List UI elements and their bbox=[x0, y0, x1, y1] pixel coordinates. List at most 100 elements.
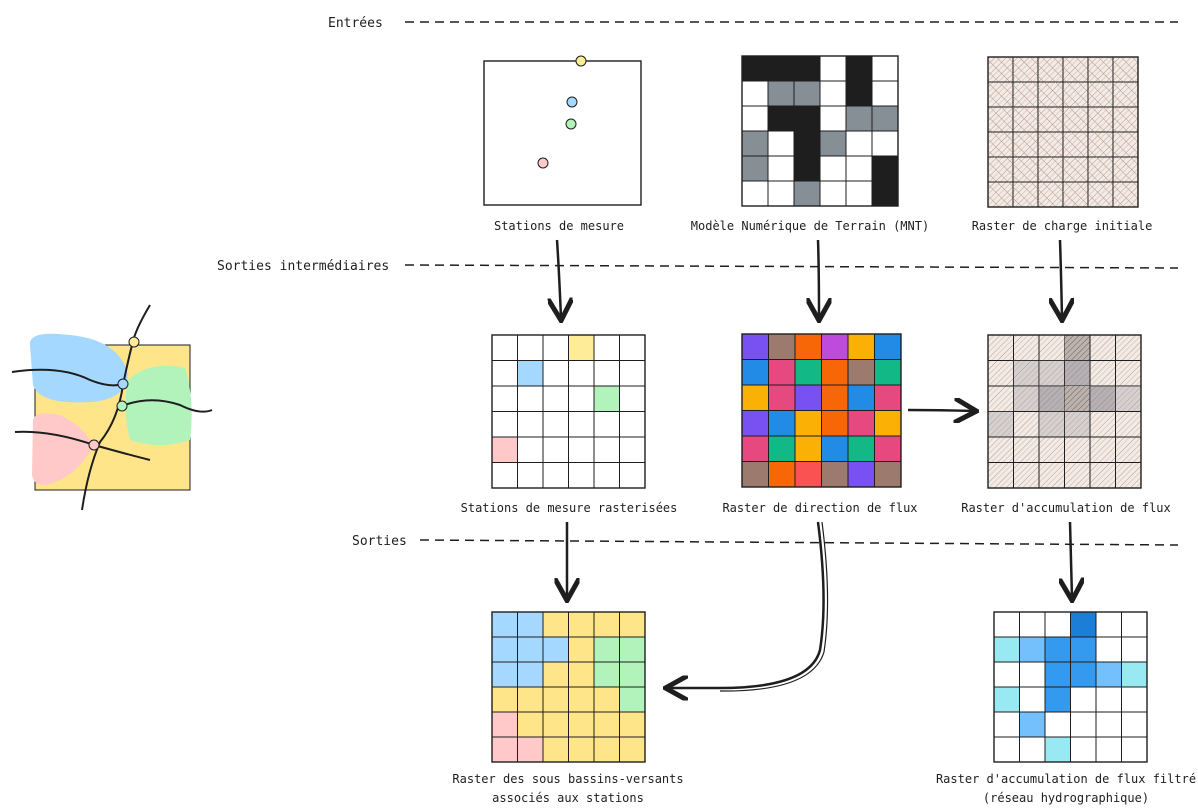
panel-flow-direction bbox=[741, 333, 902, 488]
accumulation-shade bbox=[1090, 386, 1116, 412]
grid-cell bbox=[1070, 686, 1097, 713]
hatch-overlay bbox=[1088, 157, 1113, 182]
grid-cell bbox=[1044, 661, 1071, 688]
hatch-overlay bbox=[1013, 57, 1038, 82]
grid-cell bbox=[568, 385, 595, 412]
grid-cell bbox=[1013, 436, 1040, 463]
grid-cell bbox=[1044, 711, 1071, 738]
grid-cell bbox=[517, 661, 544, 688]
panel-mnt bbox=[741, 55, 899, 207]
grid-cell bbox=[593, 711, 620, 738]
arrow-load-to-accumulation bbox=[1060, 239, 1062, 318]
grid-cell bbox=[794, 435, 822, 462]
hatch-overlay bbox=[988, 182, 1013, 207]
arrow-stations-to-raster bbox=[557, 239, 561, 318]
grid-cell bbox=[793, 105, 821, 132]
arrow-direction-to-subbasins-stroke2 bbox=[719, 521, 829, 692]
grid-cell bbox=[847, 384, 875, 411]
grid-cell bbox=[619, 711, 646, 738]
grid-cell bbox=[767, 180, 795, 207]
grid-cell bbox=[845, 105, 873, 132]
grid-cell bbox=[847, 333, 875, 360]
station-point-blue bbox=[566, 96, 578, 108]
hatch-overlay bbox=[1113, 57, 1138, 82]
arrow-accumulation-to-filtered bbox=[1070, 521, 1072, 598]
grid-frame bbox=[741, 333, 902, 488]
accumulation-shade bbox=[1064, 386, 1090, 412]
grid-cell bbox=[1121, 711, 1148, 738]
station-marker-green bbox=[116, 400, 128, 412]
section-label-inputs: Entrées bbox=[328, 16, 383, 31]
grid-cell bbox=[542, 436, 569, 463]
grid-cell bbox=[619, 636, 646, 663]
grid-cell bbox=[1121, 611, 1148, 638]
hatch-overlay bbox=[1038, 157, 1063, 182]
grid-cell bbox=[1070, 611, 1097, 638]
grid-cell bbox=[768, 333, 796, 360]
grid-cell bbox=[741, 359, 769, 386]
grid-cell bbox=[741, 80, 769, 107]
hatch-overlay bbox=[1063, 182, 1088, 207]
grid-cell bbox=[987, 462, 1014, 489]
grid-cell bbox=[767, 105, 795, 132]
grid-cell bbox=[993, 711, 1020, 738]
panel-label-flow-accumulation: Raster d'accumulation de flux bbox=[961, 501, 1171, 515]
grid-cell bbox=[741, 105, 769, 132]
panel-stations-raster bbox=[491, 334, 646, 489]
grid-cell bbox=[767, 55, 795, 82]
grid-cell bbox=[874, 461, 902, 488]
grid-frame bbox=[741, 55, 899, 207]
grid-cell bbox=[517, 334, 544, 361]
grid-cell bbox=[821, 410, 849, 437]
grid-cell bbox=[741, 180, 769, 207]
grid-cell bbox=[517, 711, 544, 738]
arrow-direction-to-accumulation bbox=[907, 410, 974, 411]
grid-cell bbox=[741, 461, 769, 488]
hatch-overlay bbox=[988, 132, 1013, 157]
grid-cell bbox=[1095, 686, 1122, 713]
grid-cell bbox=[845, 130, 873, 157]
grid-cell bbox=[568, 686, 595, 713]
hatch-overlay bbox=[1088, 57, 1113, 82]
grid-cell bbox=[491, 385, 518, 412]
panel-label-stations: Stations de mesure bbox=[494, 219, 624, 233]
grid-cell bbox=[819, 80, 847, 107]
grid-cell bbox=[1019, 686, 1046, 713]
grid-cell bbox=[542, 661, 569, 688]
accumulation-shade bbox=[1064, 411, 1090, 437]
grid-cell bbox=[1089, 462, 1116, 489]
grid-cell bbox=[987, 360, 1014, 387]
grid-cell bbox=[741, 410, 769, 437]
grid-cell bbox=[871, 80, 899, 107]
grid-cell bbox=[1089, 334, 1116, 361]
hatch-overlay bbox=[1013, 157, 1038, 182]
hatch-overlay bbox=[1063, 157, 1088, 182]
grid-cell bbox=[821, 359, 849, 386]
grid-cell bbox=[987, 334, 1014, 361]
grid-frame bbox=[987, 56, 1139, 208]
grid-cell bbox=[1070, 661, 1097, 688]
grid-cell bbox=[819, 130, 847, 157]
section-divider-intermediate bbox=[404, 264, 1179, 269]
grid-cell bbox=[874, 359, 902, 386]
station-marker-blue bbox=[117, 378, 129, 390]
station-point-yellow bbox=[575, 55, 587, 67]
section-label-outputs: Sorties bbox=[352, 534, 407, 549]
panel-label-stations-raster: Stations de mesure rasterisées bbox=[461, 501, 678, 515]
grid-cell bbox=[819, 155, 847, 182]
grid-cell bbox=[987, 385, 1014, 412]
hatch-overlay bbox=[1088, 132, 1113, 157]
grid-cell bbox=[1019, 736, 1046, 763]
hatch-overlay bbox=[1088, 82, 1113, 107]
flow-arrows bbox=[557, 239, 1072, 692]
grid-cell bbox=[542, 736, 569, 763]
grid-cell bbox=[491, 462, 518, 489]
grid-cell bbox=[619, 462, 646, 489]
grid-cell bbox=[847, 359, 875, 386]
grid-cell bbox=[593, 411, 620, 438]
grid-cell bbox=[993, 611, 1020, 638]
grid-cell bbox=[1044, 736, 1071, 763]
grid-cell bbox=[1064, 411, 1091, 438]
grid-cell bbox=[1115, 436, 1142, 463]
grid-cell bbox=[1095, 711, 1122, 738]
